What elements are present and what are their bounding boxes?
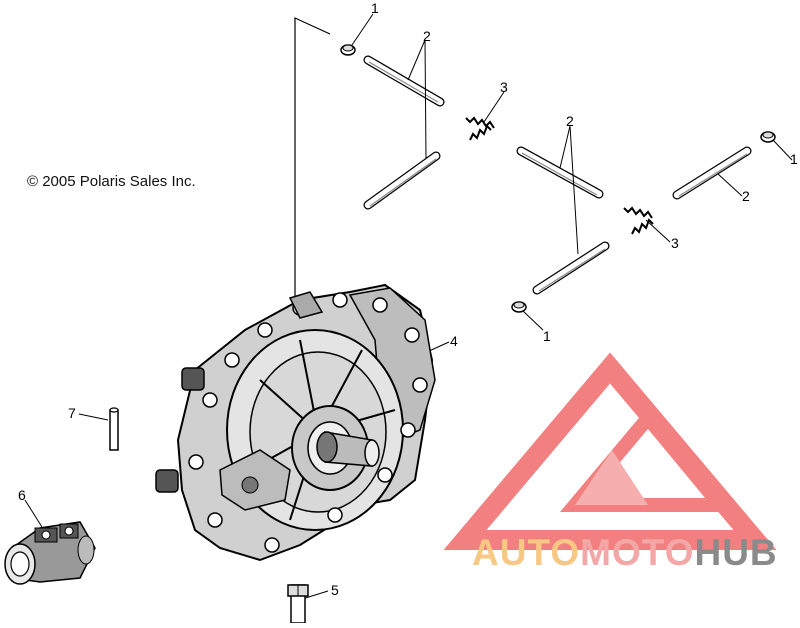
callout-label: 4 — [450, 333, 458, 349]
spring-2 — [623, 206, 654, 235]
watermark-moto: MOTO — [580, 532, 695, 573]
bolt — [287, 584, 309, 624]
callout-label: 1 — [371, 0, 379, 16]
pin-5 — [672, 146, 752, 200]
cap-1 — [340, 44, 356, 56]
leader-line-housing — [294, 17, 331, 305]
pin-1 — [363, 55, 445, 107]
copyright-notice: © 2005 Polaris Sales Inc. — [27, 173, 196, 190]
pin-4 — [532, 241, 610, 295]
watermark-logo-icon — [443, 352, 777, 550]
pin-3 — [516, 146, 604, 199]
callout-label: 3 — [500, 79, 508, 95]
dowel-pin — [109, 407, 119, 451]
callout-label: 2 — [423, 28, 431, 44]
callout-label: 1 — [790, 151, 798, 167]
pin-2 — [363, 151, 441, 210]
watermark-text: AUTOMOTOHUB — [472, 532, 778, 574]
callout-leaders — [24, 13, 793, 601]
callout-label: 7 — [68, 405, 76, 421]
callout-label: 1 — [543, 328, 551, 344]
callout-label: 2 — [566, 113, 574, 129]
callout-label: 6 — [18, 487, 26, 503]
coupler — [4, 521, 96, 585]
cap-3 — [511, 301, 527, 313]
watermark-auto: AUTO — [472, 532, 581, 573]
callout-label: 2 — [742, 188, 750, 204]
watermark-hub: HUB — [694, 532, 778, 573]
cap-2 — [760, 131, 776, 143]
gearcase-housing — [155, 283, 436, 562]
spring-1 — [465, 116, 495, 141]
callout-label: 5 — [331, 582, 339, 598]
callout-label: 3 — [671, 235, 679, 251]
